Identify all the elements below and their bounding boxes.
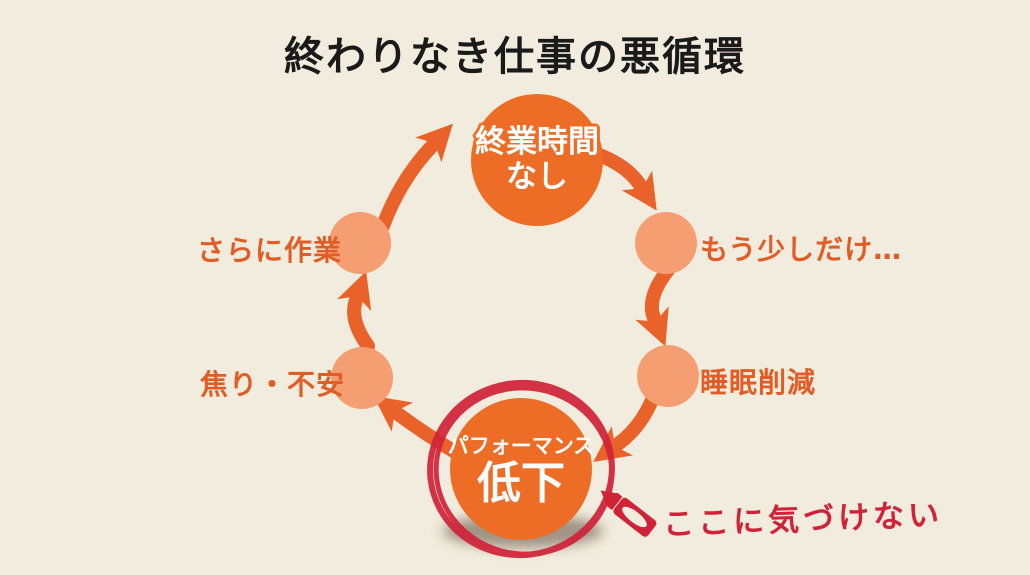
arrow-anxiety-to-more-work	[337, 271, 375, 353]
node-performance-drop-line2: 低下	[477, 457, 565, 509]
node-sleep-reduction-circle	[637, 345, 699, 407]
annotation-text: ここに気づけない	[662, 497, 944, 543]
node-no-end-time-line2: なし	[506, 159, 568, 195]
node-sleep-reduction-label: 睡眠削減	[700, 366, 817, 399]
page-title: 終わりなき仕事の悪循環	[284, 34, 746, 80]
node-just-a-little-more-label: もう少しだけ…	[700, 233, 903, 266]
node-no-end-time-line1: 終業時間	[475, 124, 599, 161]
node-anxiety-label: 焦り・不安	[199, 368, 345, 401]
node-performance-drop-line1: パフォーマンス	[447, 433, 595, 458]
node-no-end-time: 終業時間 なし	[471, 94, 603, 226]
node-just-a-little-more-circle	[635, 212, 697, 274]
arrow-little-more-to-sleep	[635, 263, 675, 347]
node-performance-drop: パフォーマンス 低下	[447, 398, 595, 540]
node-more-work-label: さらに作業	[196, 234, 342, 267]
arrow-sleep-to-performance	[593, 393, 659, 463]
arrow-more-work-to-no-end-time	[376, 123, 453, 233]
